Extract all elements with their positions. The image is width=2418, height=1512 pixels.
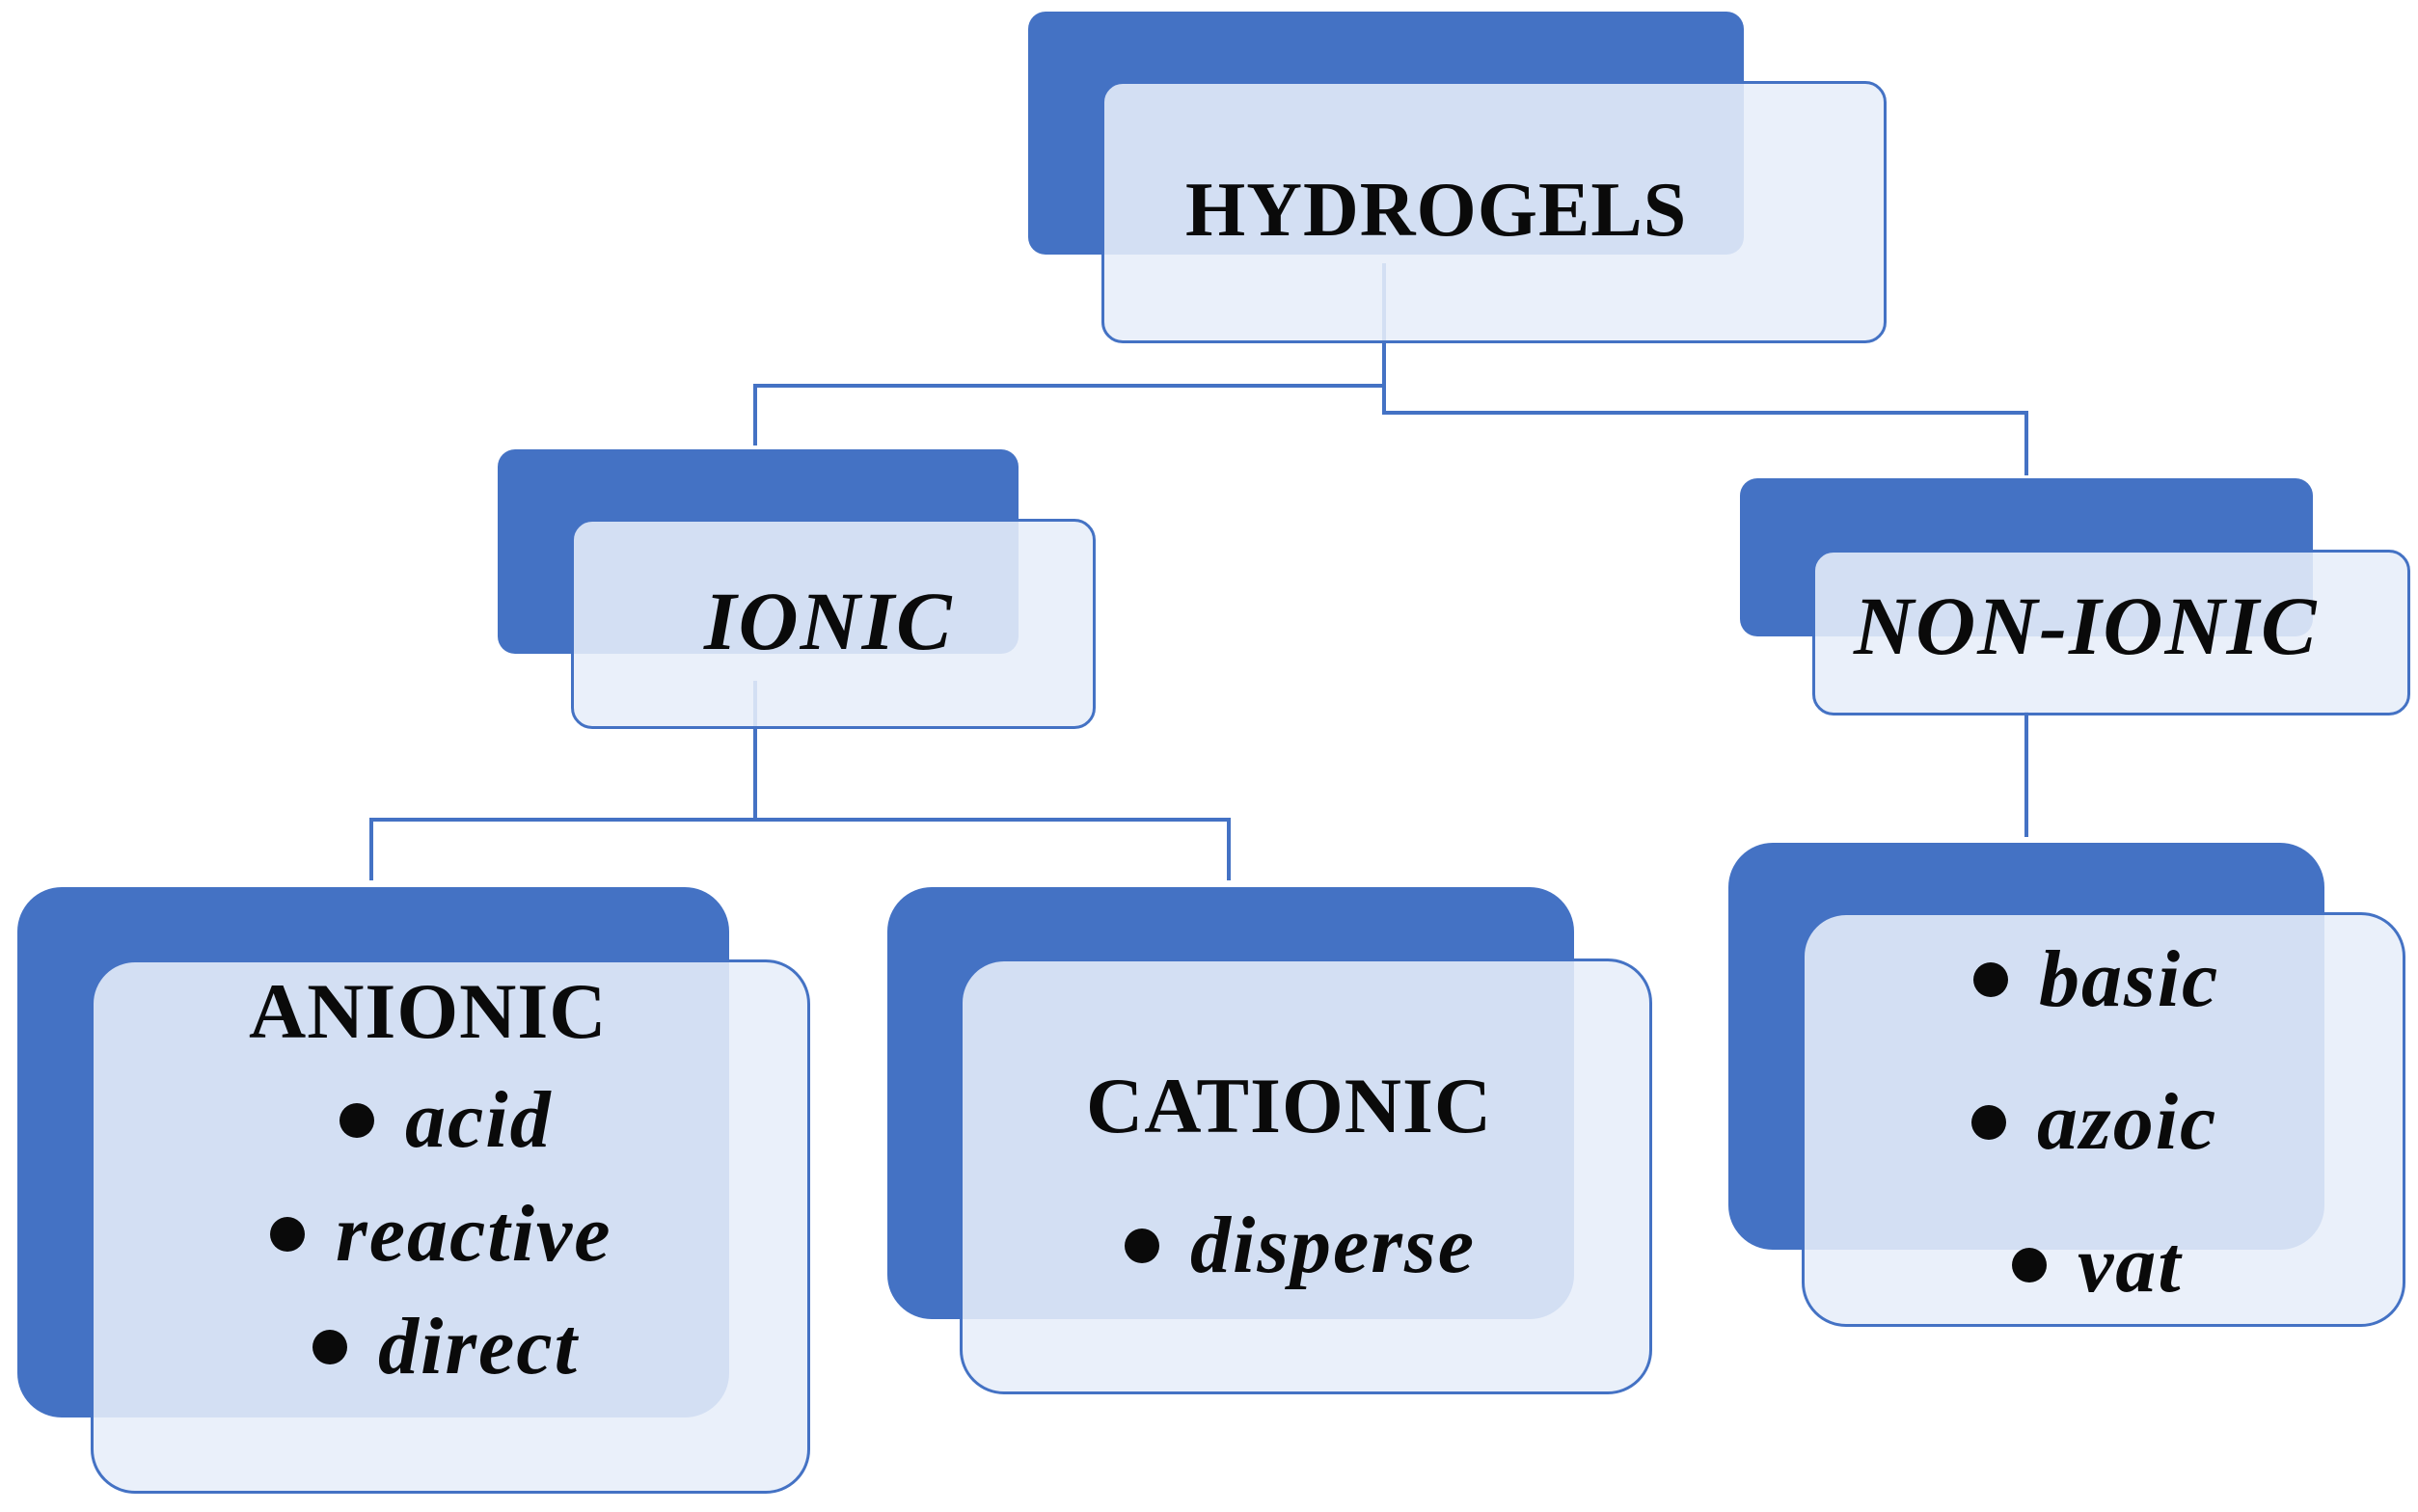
- connector-root-to-nonionic: [1382, 386, 2028, 475]
- list-item-text: acid: [405, 1075, 553, 1165]
- non-ionic-label: NON-IONIC: [1854, 580, 2319, 672]
- list-item: basic: [1973, 939, 2219, 1020]
- list-item-text: azoic: [2037, 1077, 2218, 1167]
- list-item-text: vat: [2078, 1220, 2183, 1310]
- non-ionic-node-front: [1812, 550, 2410, 716]
- bullet-icon: [270, 1217, 305, 1252]
- non-ionic-items-node-front: [1802, 912, 2405, 1327]
- hydrogels-label: HYDROGELS: [1185, 168, 1688, 253]
- list-item-text: disperse: [1190, 1201, 1476, 1290]
- list-item: direct: [312, 1307, 579, 1388]
- hydrogels-node-front: [1101, 81, 1887, 343]
- anionic-node-front: [91, 959, 810, 1494]
- bullet-icon: [340, 1103, 374, 1138]
- bullet-icon: [2012, 1248, 2047, 1282]
- list-item: disperse: [1125, 1205, 1476, 1286]
- connector-ionic-branches: [369, 818, 1231, 880]
- bullet-icon: [1973, 962, 2008, 997]
- bullet-icon: [1125, 1228, 1159, 1263]
- list-item: acid: [340, 1080, 553, 1161]
- list-item: azoic: [1971, 1082, 2217, 1163]
- list-item-text: reactive: [336, 1189, 612, 1279]
- list-item-text: direct: [378, 1302, 579, 1391]
- bullet-icon: [1971, 1105, 2006, 1140]
- cationic-node-front: [960, 958, 1652, 1394]
- anionic-label: ANIONIC: [249, 967, 608, 1055]
- list-item: vat: [2012, 1225, 2183, 1306]
- cationic-label: CATIONIC: [1086, 1062, 1493, 1149]
- list-item-text: basic: [2039, 934, 2220, 1024]
- ionic-label: IONIC: [704, 575, 954, 667]
- bullet-icon: [312, 1330, 347, 1364]
- connector-root-to-ionic: [753, 384, 1384, 446]
- list-item: reactive: [270, 1194, 612, 1275]
- ionic-node-front: [571, 519, 1096, 729]
